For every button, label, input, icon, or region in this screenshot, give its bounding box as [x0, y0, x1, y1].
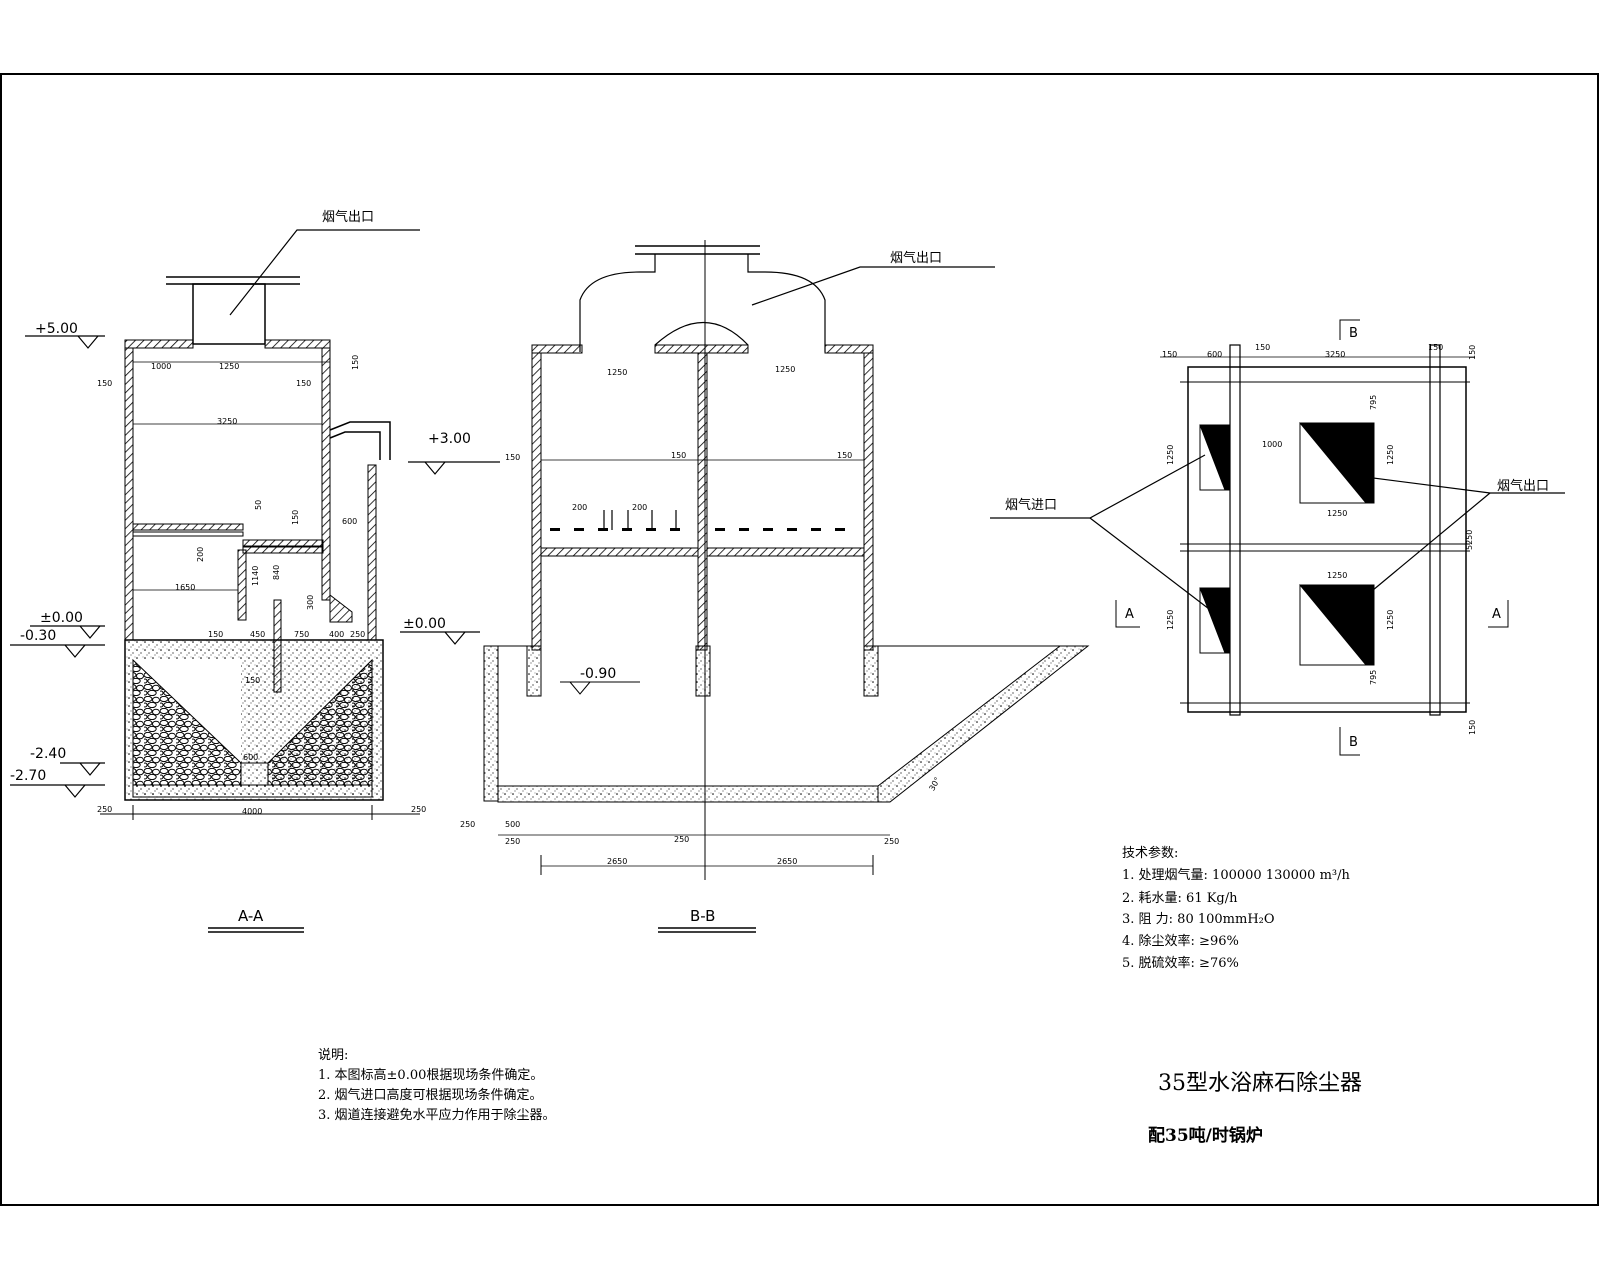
- section-marker: B: [1349, 326, 1358, 341]
- elev-label: +3.00: [428, 431, 471, 447]
- dim: 200: [196, 547, 205, 562]
- bb-outlet-label: 烟气出口: [890, 250, 942, 266]
- drawing-subtitle: 配35吨/时锅炉: [1148, 1125, 1263, 1146]
- section-aa: [10, 229, 500, 933]
- section-marker: A: [1125, 607, 1134, 622]
- dim: 150: [208, 630, 223, 639]
- plan-view: [990, 319, 1565, 756]
- dim: 1250: [1386, 445, 1395, 465]
- dim: 1250: [219, 362, 239, 371]
- dim: 600: [342, 517, 357, 526]
- dim: 1250: [1166, 610, 1175, 630]
- tech-heading: 技术参数:: [1122, 845, 1178, 861]
- dim: 150: [671, 451, 686, 460]
- dim: 3250: [1325, 350, 1345, 359]
- dim: 150: [837, 451, 852, 460]
- dim: 50: [254, 500, 263, 510]
- aa-left-wall: [124, 347, 134, 641]
- dim: 150: [97, 379, 112, 388]
- dim: 150: [1468, 720, 1477, 735]
- dim: 600: [1207, 350, 1222, 359]
- dim: 500: [505, 820, 520, 829]
- dim: 200: [632, 503, 647, 512]
- dim: 250: [460, 820, 475, 829]
- dim: 150: [1162, 350, 1177, 359]
- dim: 150: [296, 379, 311, 388]
- dim: 2650: [777, 857, 797, 866]
- dim: 250: [505, 837, 520, 846]
- section-marker: B: [1349, 735, 1358, 750]
- tech-line: 5. 脱硫效率: ≥76%: [1122, 955, 1239, 971]
- dim: 400: [329, 630, 344, 639]
- dim: 1140: [251, 566, 260, 586]
- section-marker: A: [1492, 607, 1501, 622]
- dim: 150: [351, 355, 360, 370]
- section-aa-title: A-A: [238, 907, 264, 925]
- dim: 250: [884, 837, 899, 846]
- dim: 1250: [607, 368, 627, 377]
- drawing-title: 35型水浴麻石除尘器: [1158, 1071, 1362, 1096]
- plan-inlet-label: 烟气进口: [1005, 497, 1057, 513]
- dim: 1250: [1327, 509, 1347, 518]
- dim: 5250: [1465, 530, 1474, 550]
- dim: 250: [411, 805, 426, 814]
- tech-line: 3. 阻 力: 80 100mmH₂O: [1122, 912, 1275, 927]
- elev-label: -0.30: [20, 628, 56, 644]
- elev-label: ±0.00: [403, 616, 446, 632]
- dim: 150: [245, 676, 260, 685]
- dim: 2650: [607, 857, 627, 866]
- dim: 450: [250, 630, 265, 639]
- dim: 150: [505, 453, 520, 462]
- tech-line: 2. 耗水量: 61 Kg/h: [1122, 891, 1238, 906]
- elev-label: +5.00: [35, 321, 78, 337]
- section-bb-title: B-B: [690, 907, 715, 925]
- dim: 150: [1255, 343, 1270, 352]
- dim: 200: [572, 503, 587, 512]
- elev-label: -2.40: [30, 746, 66, 762]
- elev-label: ±0.00: [40, 610, 83, 626]
- elev-label: -0.90: [580, 666, 616, 682]
- tech-line: 4. 除尘效率: ≥96%: [1122, 933, 1239, 949]
- dim: 1250: [1327, 571, 1347, 580]
- dim: 3250: [217, 417, 237, 426]
- dim: 300: [306, 595, 315, 610]
- sheet-border: [0, 73, 1599, 1206]
- dim: 4000: [242, 807, 262, 816]
- aa-right-wall: [321, 347, 331, 601]
- dim: 1250: [775, 365, 795, 374]
- aa-outlet-label: 烟气出口: [322, 209, 374, 225]
- dim: 250: [350, 630, 365, 639]
- dim: 30°: [927, 776, 942, 793]
- dim: 150: [1428, 343, 1443, 352]
- dim: 600: [243, 753, 258, 762]
- dim: 150: [1468, 345, 1477, 360]
- dim: 795: [1369, 670, 1378, 685]
- plan-outlet-label: 烟气出口: [1497, 478, 1549, 494]
- dim: 1000: [1262, 440, 1282, 449]
- dim: 795: [1369, 395, 1378, 410]
- section-bb: [483, 240, 1090, 933]
- dim: 750: [294, 630, 309, 639]
- dim: 1000: [151, 362, 171, 371]
- note-line: 1. 本图标高±0.00根据现场条件确定。: [318, 1067, 543, 1083]
- note-line: 2. 烟气进口高度可根据现场条件确定。: [318, 1087, 543, 1103]
- dim: 1250: [1166, 445, 1175, 465]
- dim: 840: [272, 565, 281, 580]
- dim: 250: [97, 805, 112, 814]
- tech-line: 1. 处理烟气量: 100000 130000 m³/h: [1122, 867, 1350, 883]
- notes-heading: 说明:: [318, 1048, 348, 1063]
- elev-label: -2.70: [10, 768, 46, 784]
- note-line: 3. 烟道连接避免水平应力作用于除尘器。: [318, 1107, 556, 1123]
- dim: 250: [674, 835, 689, 844]
- dim: 150: [291, 510, 300, 525]
- aa-outlet-duct: [192, 283, 266, 345]
- dim: 1250: [1386, 610, 1395, 630]
- dim: 1650: [175, 583, 195, 592]
